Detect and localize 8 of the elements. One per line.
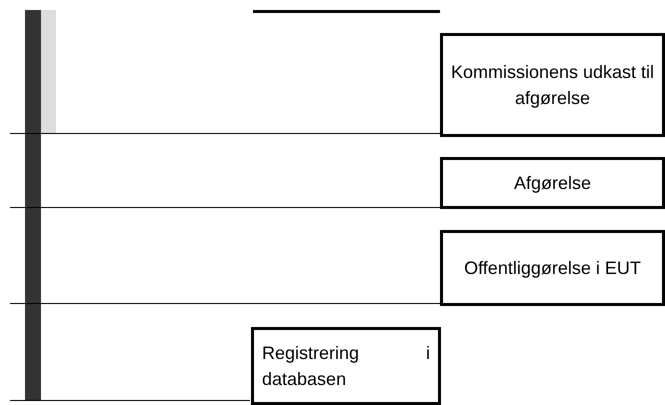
process-box bbox=[251, 327, 441, 405]
box-label: Registrering i databasen bbox=[261, 342, 431, 391]
box-label: Afgørelse bbox=[514, 172, 592, 195]
box-label: Kommissionens udkast til afgørelse bbox=[450, 61, 656, 110]
process-box bbox=[440, 230, 665, 306]
process-box bbox=[440, 157, 665, 209]
box-label: Offentliggørelse i EUT bbox=[464, 257, 641, 280]
process-box bbox=[440, 33, 665, 137]
